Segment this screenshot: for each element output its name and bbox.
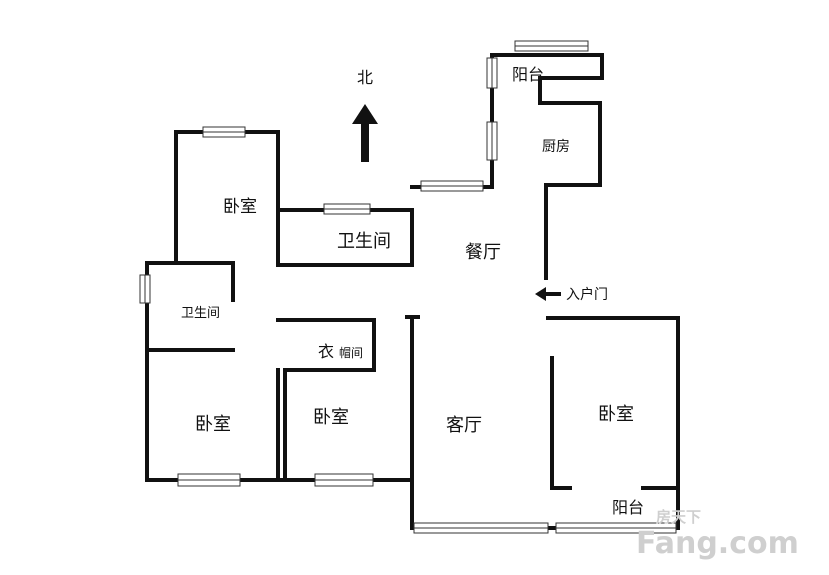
bedroom-sw-label: 卧室 [195, 414, 231, 435]
window-main-bath [323, 203, 371, 215]
living-label: 客厅 [446, 415, 482, 436]
balcony-top-label: 阳台 [512, 65, 544, 84]
balcony-bottom-label: 阳台 [612, 498, 644, 517]
window-balcony-left-2 [486, 121, 498, 161]
north-label: 北 [357, 68, 373, 87]
watermark-brand-cn: 房天下 [656, 508, 701, 526]
dining-label: 餐厅 [465, 242, 501, 263]
window-nw-bedroom [202, 126, 246, 138]
watermark-brand-en: Fang.com [636, 526, 799, 561]
window-balcony-bottom [555, 522, 677, 534]
bedroom-e-label: 卧室 [598, 404, 634, 425]
entrance-label: 入户门 [566, 286, 608, 303]
window-balcony-left-1 [486, 57, 498, 89]
windows [139, 40, 677, 534]
bedroom-s-label: 卧室 [313, 407, 349, 428]
cloakroom-label-b: 帽间 [339, 345, 363, 360]
cloakroom-label-a: 衣 [318, 342, 334, 361]
kitchen-label: 厨房 [542, 139, 570, 155]
entrance-arrow-icon [535, 287, 561, 301]
window-s-bedroom [314, 473, 374, 487]
window-sw-bedroom [177, 473, 241, 487]
bedroom-nw-label: 卧室 [223, 197, 257, 217]
north-arrow-icon [352, 104, 378, 162]
window-balcony-top [514, 40, 589, 52]
bathroom-main-label: 卫生间 [337, 231, 391, 252]
bathroom-small-label: 卫生间 [181, 306, 220, 321]
window-dining [420, 180, 484, 192]
window-small-bath [139, 274, 151, 304]
window-living [413, 522, 549, 534]
